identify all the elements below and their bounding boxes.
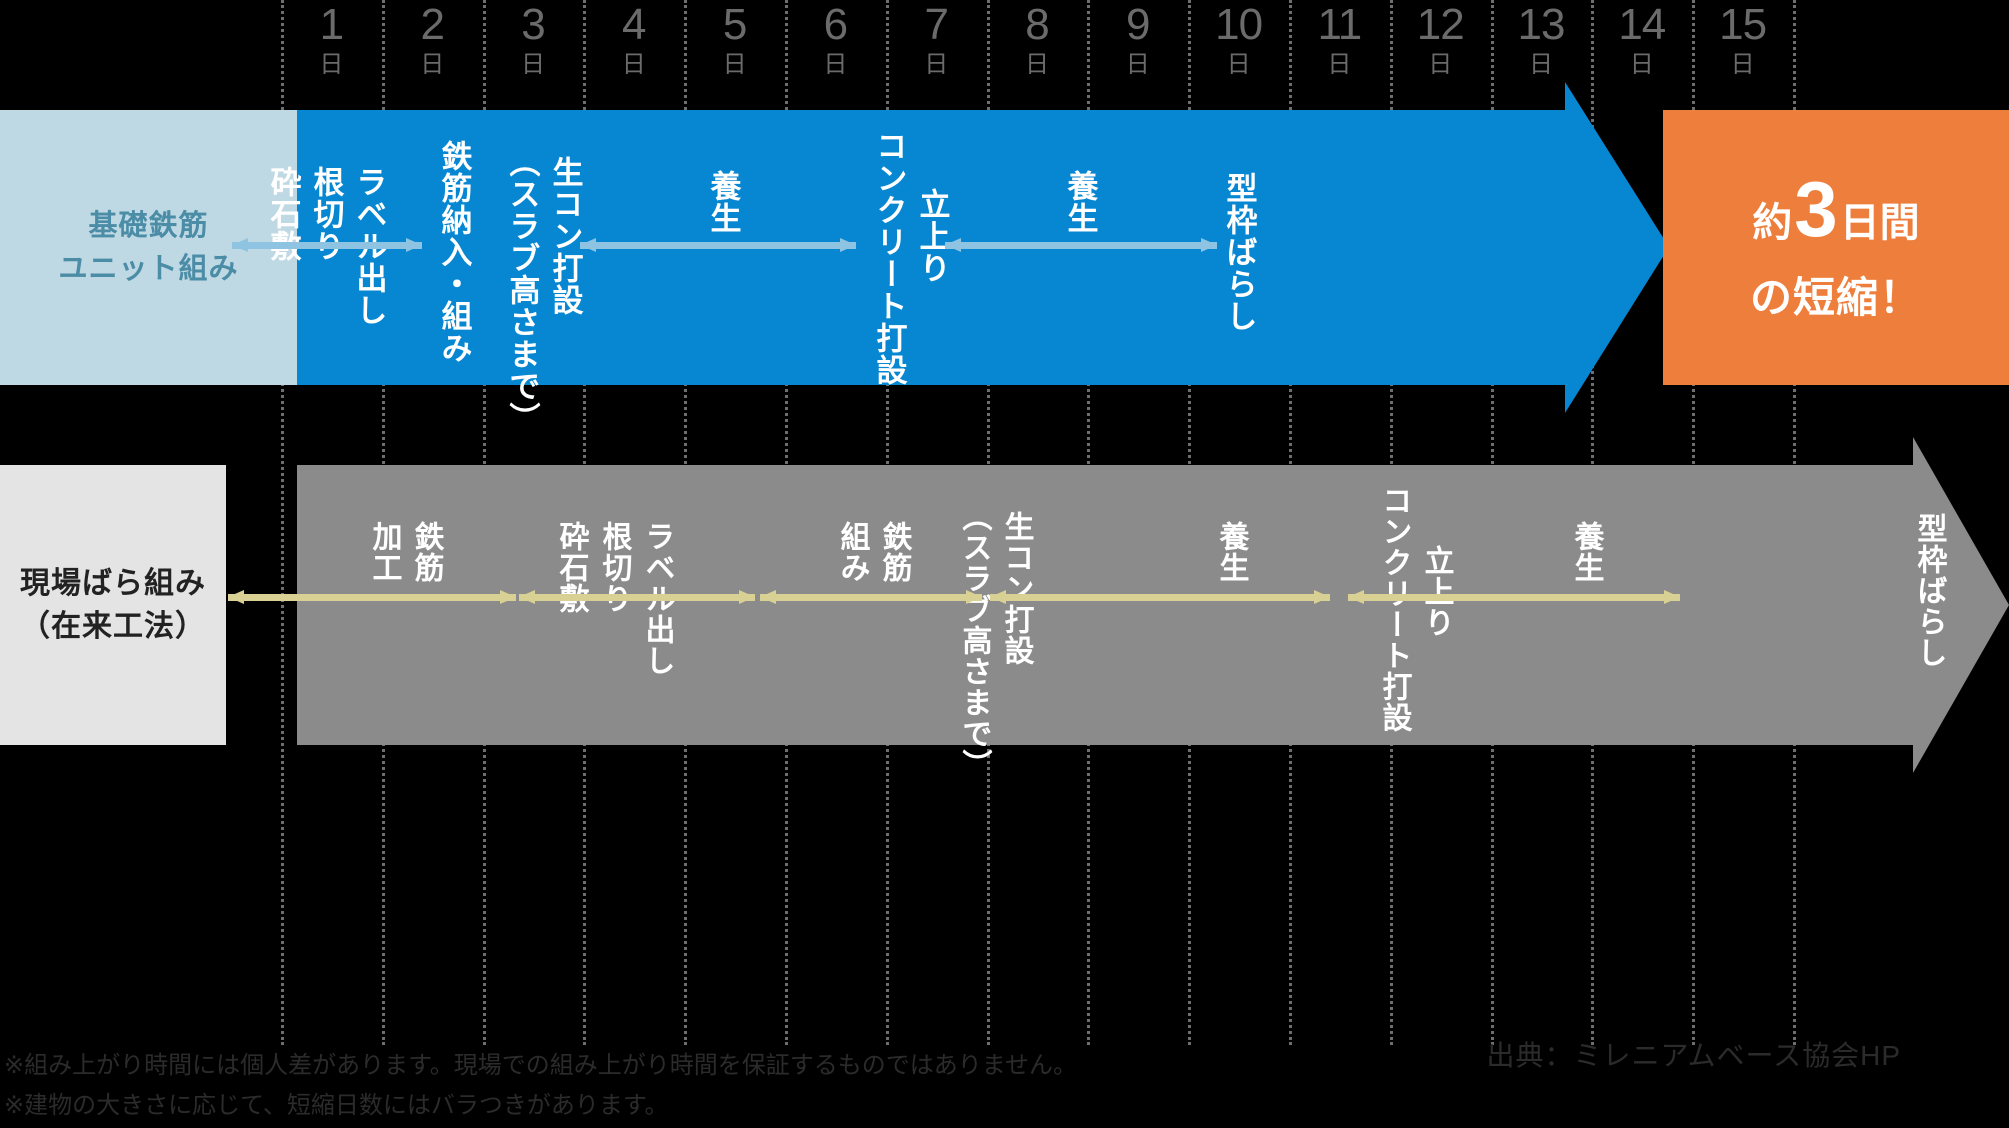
day-unit: 日 bbox=[621, 51, 646, 78]
day-unit: 日 bbox=[1528, 51, 1553, 78]
day-number: 14 bbox=[1618, 0, 1666, 49]
task-blue-4: 生コン打設 bbox=[547, 156, 583, 316]
footnotes: ※組み上がり時間には個人差があります。現場での組み上がり時間を保証するものではあ… bbox=[4, 1046, 1077, 1126]
day-number: 1 bbox=[319, 0, 345, 49]
day-unit: 日 bbox=[1125, 51, 1150, 78]
row-label-unit-assembly: 基礎鉄筋 ユニット組み bbox=[0, 110, 297, 385]
savings-prefix: 約 bbox=[1752, 201, 1793, 245]
footnote-1: ※組み上がり時間には個人差があります。現場での組み上がり時間を保証するものではあ… bbox=[4, 1052, 1077, 1079]
task-blue-3: 鉄筋納入・組み bbox=[436, 140, 472, 364]
day-number: 9 bbox=[1126, 0, 1151, 49]
day-unit: 日 bbox=[420, 51, 445, 78]
blue-schedule-bar bbox=[297, 110, 1565, 385]
task-blue-9: 養生 bbox=[1062, 170, 1098, 234]
day-unit: 日 bbox=[1024, 51, 1049, 78]
span-arrow-gray-3 bbox=[760, 590, 982, 604]
row-label-line1: 現場ばら組み bbox=[20, 566, 206, 600]
day-number: 7 bbox=[924, 0, 949, 49]
day-unit: 日 bbox=[1428, 51, 1453, 78]
savings-callout: 約 3 日間 の短縮！ bbox=[1663, 110, 2009, 385]
task-blue-10: 型枠ばらし bbox=[1221, 172, 1257, 332]
task-gray-8: （スラブ高さまで） bbox=[957, 501, 991, 780]
row-unit-assembly: 基礎鉄筋 ユニット組み 砕石敷 根切り ラベル出し 鉄筋納入・組み 生コン打設 … bbox=[0, 82, 2009, 434]
day-unit: 日 bbox=[924, 51, 949, 78]
row-label-line2: （在来工法） bbox=[20, 610, 206, 643]
day-unit: 日 bbox=[520, 51, 545, 78]
span-arrow-gray-5 bbox=[1348, 590, 1680, 604]
day-number: 4 bbox=[622, 0, 647, 49]
task-gray-11: 立上り bbox=[1419, 545, 1453, 638]
row-label-line1: 基礎鉄筋 bbox=[88, 210, 209, 243]
task-gray-12: 養生 bbox=[1569, 521, 1603, 583]
task-gray-1: 加工 bbox=[367, 521, 401, 583]
task-gray-5: 鉄筋 bbox=[877, 521, 911, 583]
gray-bar-arrowhead bbox=[1913, 437, 2009, 773]
day-number: 3 bbox=[521, 0, 546, 49]
day-number: 13 bbox=[1517, 0, 1566, 49]
task-gray-0: 鉄筋 bbox=[409, 521, 443, 583]
task-gray-6: 組み bbox=[835, 521, 869, 583]
day-number: 15 bbox=[1719, 0, 1767, 49]
day-number: 10 bbox=[1215, 0, 1263, 49]
source-attribution: 出典：ミレニアムベース協会HP bbox=[1486, 1040, 1901, 1071]
task-gray-13: 型枠ばらし bbox=[1912, 513, 1946, 668]
day-unit: 日 bbox=[319, 51, 344, 78]
span-arrow-gray-4 bbox=[990, 590, 1330, 604]
day-number: 6 bbox=[823, 0, 849, 49]
task-blue-6: 養生 bbox=[705, 170, 741, 234]
row-conventional-method: 現場ばら組み （在来工法） 鉄筋 加工 砕石敷 根切り ラベル出し 鉄筋 組み … bbox=[0, 437, 2009, 780]
task-blue-5: （スラブ高さまで） bbox=[504, 146, 540, 434]
savings-line2: の短縮！ bbox=[1749, 274, 1922, 321]
day-number: 5 bbox=[722, 0, 748, 49]
day-unit: 日 bbox=[1629, 51, 1654, 78]
span-arrow-gray-1 bbox=[228, 590, 516, 604]
task-blue-8: 立上り bbox=[914, 188, 950, 284]
day-unit: 日 bbox=[722, 51, 747, 78]
day-unit: 日 bbox=[1327, 51, 1352, 78]
span-arrow-blue-3 bbox=[945, 238, 1217, 252]
task-gray-10: コンクリート打設 bbox=[1377, 485, 1411, 733]
span-arrow-gray-2 bbox=[519, 590, 755, 604]
task-gray-7: 生コン打設 bbox=[999, 511, 1033, 666]
day-unit: 日 bbox=[1730, 51, 1755, 78]
blue-bar-arrowhead bbox=[1565, 82, 1669, 413]
day-number: 11 bbox=[1317, 0, 1363, 49]
row-label-line2: ユニット組み bbox=[58, 252, 239, 285]
savings-unit: 日間 bbox=[1839, 201, 1920, 245]
task-blue-7: コンクリート打設 bbox=[871, 130, 907, 386]
savings-line1: 約 3 日間 bbox=[1752, 170, 1919, 248]
savings-number: 3 bbox=[1794, 165, 1838, 253]
day-unit: 日 bbox=[1226, 51, 1251, 78]
day-number: 12 bbox=[1416, 0, 1465, 49]
day-number: 2 bbox=[420, 0, 445, 49]
span-arrow-blue-2 bbox=[580, 238, 856, 252]
footnote-2: ※建物の大きさに応じて、短縮日数にはバラつきがあります。 bbox=[4, 1092, 669, 1119]
day-number: 8 bbox=[1025, 0, 1050, 49]
row-label-conventional: 現場ばら組み （在来工法） bbox=[0, 465, 226, 745]
day-unit: 日 bbox=[823, 51, 848, 78]
span-arrow-blue-1 bbox=[232, 238, 422, 252]
gray-schedule-bar bbox=[297, 465, 1913, 745]
task-gray-9: 養生 bbox=[1214, 521, 1248, 583]
